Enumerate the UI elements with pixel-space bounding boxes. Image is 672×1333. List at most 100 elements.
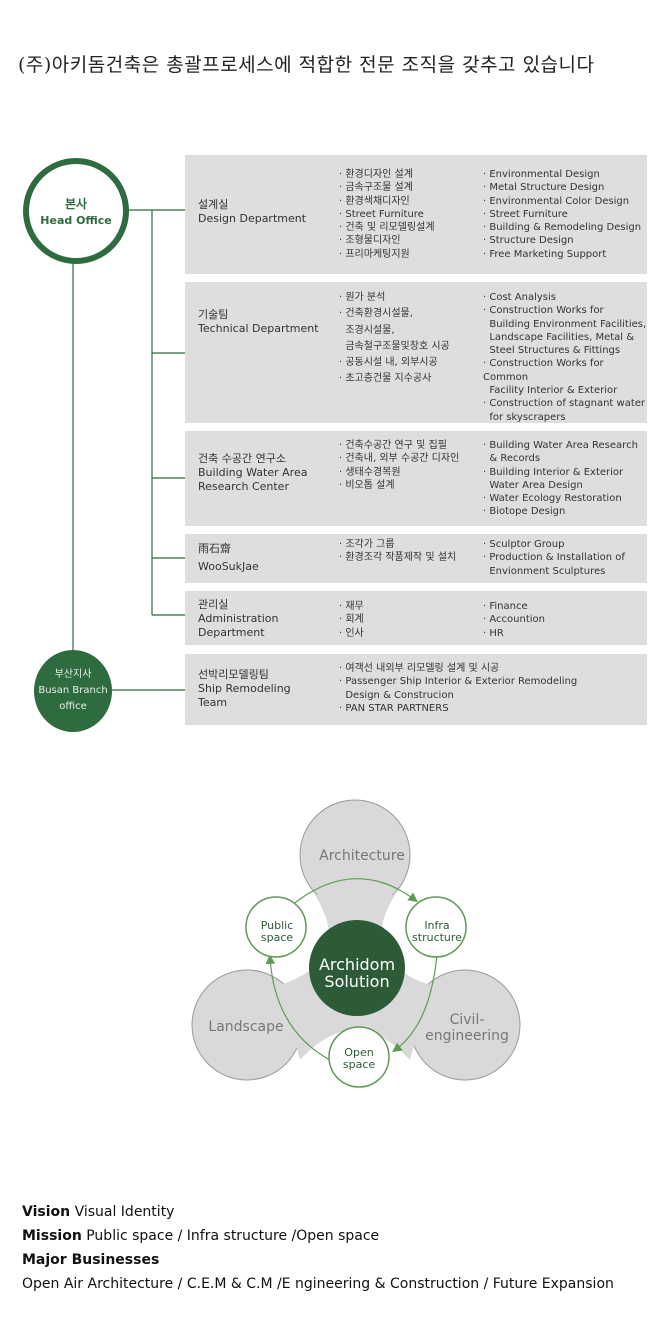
dept-en-item: Envionment Sculptures — [483, 565, 606, 577]
dept-name-en: Technical Department — [198, 322, 319, 335]
dept-en-item: Facility Interior & Exterior — [483, 385, 618, 397]
petal-label-civil-1: Civil- — [450, 1012, 485, 1028]
dept-en-item: · Structure Design — [483, 235, 574, 247]
vision-text: Visual Identity — [74, 1204, 175, 1220]
dept-en-item: · Metal Structure Design — [483, 182, 605, 194]
node-open-line2: space — [343, 1058, 376, 1071]
dept-ko-list: · 조각가 그룹 · 환경조각 작품제작 및 설치 — [339, 538, 456, 565]
dept-en-item: · Environmental Design — [483, 169, 600, 180]
node-public-line2: space — [261, 931, 294, 944]
dept-box-water-research: 건축 수공간 연구소 Building Water Area Research … — [185, 431, 647, 526]
dept-en-item: · Building & Remodeling Design — [483, 222, 642, 234]
dept-ko-list: · 건축수공간 연구 및 집필 · 건축내, 외부 수공간 디자인 · 생태수경… — [339, 439, 459, 492]
dept-ko-item: · 초고층건물 지수공사 — [339, 373, 432, 385]
dept-name: 건축 수공간 연구소 Building Water Area Research … — [198, 452, 308, 494]
dept-en-item: · Sculptor Group — [483, 539, 565, 550]
node-infra-structure — [405, 896, 467, 958]
dept-en-item: · Finance — [483, 601, 528, 612]
dept-en-item: · Environmental Color Design — [483, 195, 630, 207]
mission-line: Mission Public space / Infra structure /… — [22, 1224, 614, 1248]
dept-en-item: Steel Structures & Fittings — [483, 345, 621, 357]
mission-text: Public space / Infra structure /Open spa… — [86, 1228, 380, 1244]
petal-label-civil-2: engineering — [425, 1028, 509, 1044]
dept-ko-item: · 조형물디자인 — [339, 235, 401, 247]
dept-ko-item: · 공동시설 내, 외부시공 — [339, 357, 438, 369]
dept-ko-list: · 원가 분석 · 건축환경시설물, 조경시설물, 금속철구조물및창호 시공 ·… — [339, 290, 450, 388]
node-open-line1: Open — [344, 1046, 373, 1059]
dept-en-item: · Construction of stagnant water — [483, 398, 646, 410]
dept-name-ko: 雨石齋 — [198, 542, 231, 555]
center-line2: Solution — [324, 972, 389, 991]
head-office-en: Head Office — [40, 214, 112, 227]
dept-box-administration: 관리실 Administration Department · 재무 · 회계 … — [185, 591, 647, 645]
node-infra-line2: structure — [412, 931, 462, 944]
dept-ko-item: · 환경색채디자인 — [339, 195, 410, 207]
dept-en-list: · Cost Analysis · Construction Works for… — [483, 291, 647, 424]
petal-label-architecture: Architecture — [319, 848, 405, 864]
dept-box-technical: 기술팀 Technical Department · 원가 분석 · 건축환경시… — [185, 282, 647, 423]
head-office-ko: 본사 — [64, 197, 88, 211]
arrow-open-public — [265, 954, 331, 1061]
dept-ko-item: · 건축수공간 연구 및 집필 — [339, 440, 447, 451]
dept-en-item: · Construction Works for — [483, 305, 604, 317]
major-text: Open Air Architecture / C.E.M & C.M /E n… — [22, 1276, 614, 1292]
dept-en-item: · Production & Installation of — [483, 552, 625, 564]
dept-box-wooseokjae: 雨石齋 WooSukJae · 조각가 그룹 · 환경조각 작품제작 및 설치 … — [185, 534, 647, 583]
dept-en-list: · Sculptor Group · Production & Installa… — [483, 538, 625, 578]
node-infra-line1: Infra — [424, 919, 449, 932]
dept-en-item: Landscape Facilities, Metal & — [483, 331, 635, 343]
dept-name-en: Design Department — [198, 212, 307, 225]
dept-ko-list: · 재무 · 회계 · 인사 — [339, 600, 364, 640]
dept-ko-item: · 금속구조물 설계 — [339, 182, 413, 194]
dept-name-en: Administration Department — [198, 612, 279, 639]
dept-ko-item: · 환경디자인 설계 — [339, 169, 413, 180]
dept-ko-item: · 조각가 그룹 — [339, 539, 395, 550]
dept-ko-item: · Passenger Ship Interior & Exterior Rem… — [339, 676, 578, 688]
dept-en-item: · Free Marketing Support — [483, 248, 607, 260]
dept-en-item: · Construction Works for Common — [483, 358, 604, 383]
dept-ko-item: · 재무 — [339, 601, 364, 612]
dept-name-ko: 관리실 — [198, 598, 229, 611]
dept-name: 기술팀 Technical Department — [198, 308, 319, 336]
dept-en-item: · Biotope Design — [483, 506, 566, 518]
solution-diagram: Archidom Solution Architecture Landscape… — [191, 799, 521, 1088]
dept-box-ship-remodeling: 선박리모델링팀 Ship Remodeling Team · 여객선 내외부 리… — [185, 654, 647, 725]
dept-name-en: Building Water Area Research Center — [198, 466, 308, 493]
dept-ko-item: · 인사 — [339, 627, 364, 639]
dept-en-list: · Finance · Accountion · HR — [483, 600, 545, 640]
dept-ko-item: 조경시설물, — [339, 324, 395, 336]
dept-en-item: · Cost Analysis — [483, 292, 556, 303]
dept-ko-item: · 건축내, 외부 수공간 디자인 — [339, 453, 460, 465]
node-public-space — [245, 896, 307, 958]
mission-label: Mission — [22, 1228, 82, 1244]
dept-name-en: WooSukJae — [198, 560, 259, 573]
dept-ko-item: · 생태수경복원 — [339, 466, 401, 478]
center-solution-circle — [309, 920, 405, 1016]
dept-ko-item: · 프리마케팅지원 — [339, 248, 410, 260]
head-office-node: 본사 Head Office — [23, 158, 129, 264]
dept-ko-item: · 비오톱 설계 — [339, 479, 395, 491]
dept-name: 선박리모델링팀 Ship Remodeling Team — [198, 668, 298, 710]
dept-en-item: · HR — [483, 627, 504, 639]
dept-name: 설계실 Design Department — [198, 198, 306, 226]
dept-name-ko: 설계실 — [198, 198, 229, 211]
dept-ko-item: · Street Furniture — [339, 208, 424, 220]
dept-box-design: 설계실 Design Department · 환경디자인 설계 · 금속구조물… — [185, 155, 647, 274]
major-label: Major Businesses — [22, 1252, 160, 1268]
vision-line: Vision Visual Identity — [22, 1200, 614, 1224]
intro-heading: (주)아키돔건축은 총괄프로세스에 적합한 전문 조직을 갖추고 있습니다 — [18, 54, 595, 76]
center-line1: Archidom — [319, 955, 395, 974]
dept-ko-item: · 회계 — [339, 614, 364, 626]
dept-en-list: · Building Water Area Research & Records… — [483, 439, 638, 519]
busan-office-node: 부산지사 Busan Branch office — [34, 650, 112, 732]
dept-en-item: · Building Interior & Exterior — [483, 466, 624, 478]
dept-name-en: Ship Remodeling Team — [198, 682, 291, 709]
petal-label-landscape: Landscape — [208, 1019, 283, 1035]
dept-name: 관리실 Administration Department — [198, 598, 288, 640]
dept-ko-item: · 원가 분석 — [339, 292, 386, 303]
dept-ko-item: · PAN STAR PARTNERS — [339, 702, 449, 714]
dept-en-item: · Water Ecology Restoration — [483, 493, 622, 505]
node-open-space — [328, 1026, 390, 1088]
dept-en-list: · Environmental Design · Metal Structure… — [483, 168, 641, 261]
dept-ko-list: · 환경디자인 설계 · 금속구조물 설계 · 환경색채디자인 · Street… — [339, 168, 435, 261]
